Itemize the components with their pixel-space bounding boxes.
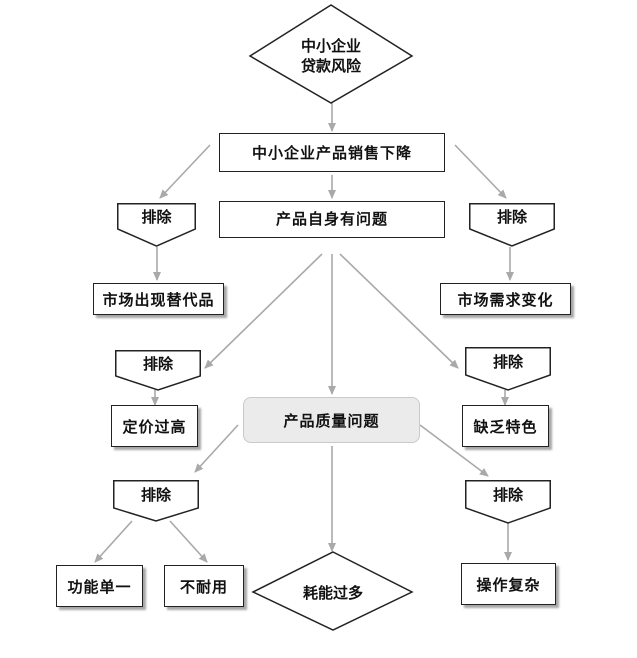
exclude-box-right-2: 排除 [465,347,551,391]
arrow-product-to-right-exclude [339,253,459,369]
node-not-durable: 不耐用 [164,565,244,607]
exclude-box-left-1: 排除 [117,203,196,247]
node-demand-change: 市场需求变化 [440,283,571,315]
node-sales-drop: 中小企业产品销售下降 [219,133,445,172]
node-overpriced: 定价过高 [111,405,198,447]
exclude-label: 排除 [492,485,523,504]
exclude-label: 排除 [496,207,527,226]
exclude-label: 排除 [142,354,173,373]
exclude-label: 排除 [140,485,171,504]
node-quality: 产品质量问题 [243,397,420,443]
exclude-box-right-1: 排除 [469,203,555,247]
arrow-quality-to-right-exclude [419,424,489,477]
node-product-problem: 产品自身有问题 [219,201,445,238]
node-single-function: 功能单一 [56,565,143,607]
exclude-label: 排除 [141,207,172,226]
node-high-consumption: 耗能过多 [302,583,363,602]
arrow-exclude-to-single [94,520,133,563]
exclude-box-left-3: 排除 [113,480,199,522]
arrow-sales-to-right-exclude [454,144,507,199]
exclude-label: 排除 [492,352,523,371]
diamond-top-shape [248,4,414,104]
arrow-product-to-left-exclude [204,253,323,369]
exclude-box-right-3: 排除 [465,480,551,524]
node-loan-risk: 中小企业 贷款风险 [300,36,361,75]
arrow-quality-to-left-exclude [194,424,239,473]
arrow-exclude-to-durable [169,520,208,563]
exclude-box-left-2: 排除 [115,350,201,391]
diamond-bottom-shape [251,551,414,631]
node-complex-operation: 操作复杂 [461,563,556,605]
node-no-feature: 缺乏特色 [462,405,549,447]
node-substitute: 市场出现替代品 [93,283,224,315]
arrow-sales-to-left-exclude [159,144,211,199]
